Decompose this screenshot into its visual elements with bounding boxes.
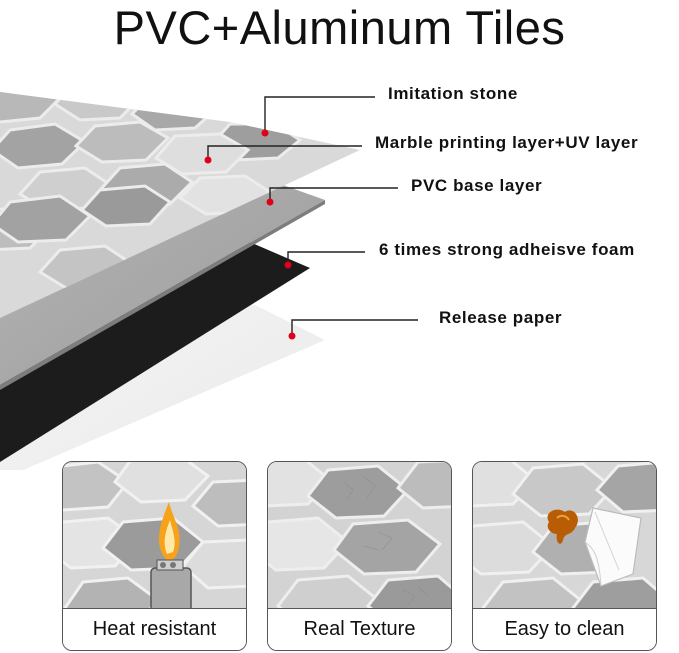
marker-dot — [288, 332, 296, 340]
textured-hexagon-icon — [268, 462, 451, 612]
feature-card-texture: Real Texture — [267, 461, 452, 651]
marker-dot — [204, 156, 212, 164]
label-adhesive-foam: 6 times strong adheisve foam — [379, 240, 635, 259]
lighter-flame-icon — [150, 502, 192, 612]
feature-card-heat: Heat resistant — [62, 461, 247, 651]
layer-diagram — [0, 92, 418, 470]
feature-card-clean: Easy to clean — [472, 461, 657, 651]
feature-label: Easy to clean — [473, 608, 656, 650]
label-marble-uv-layer: Marble printing layer+UV layer — [375, 133, 639, 152]
label-pvc-base: PVC base layer — [411, 176, 543, 195]
marker-dot — [284, 261, 292, 269]
label-imitation-stone: Imitation stone — [388, 84, 518, 103]
marker-dot — [266, 198, 274, 206]
page-title: PVC+Aluminum Tiles — [113, 1, 566, 54]
feature-label: Heat resistant — [63, 608, 246, 650]
tissue-stain-icon — [547, 507, 642, 587]
feature-label: Real Texture — [268, 608, 451, 650]
marker-dot — [261, 129, 269, 137]
label-release-paper: Release paper — [439, 308, 563, 327]
